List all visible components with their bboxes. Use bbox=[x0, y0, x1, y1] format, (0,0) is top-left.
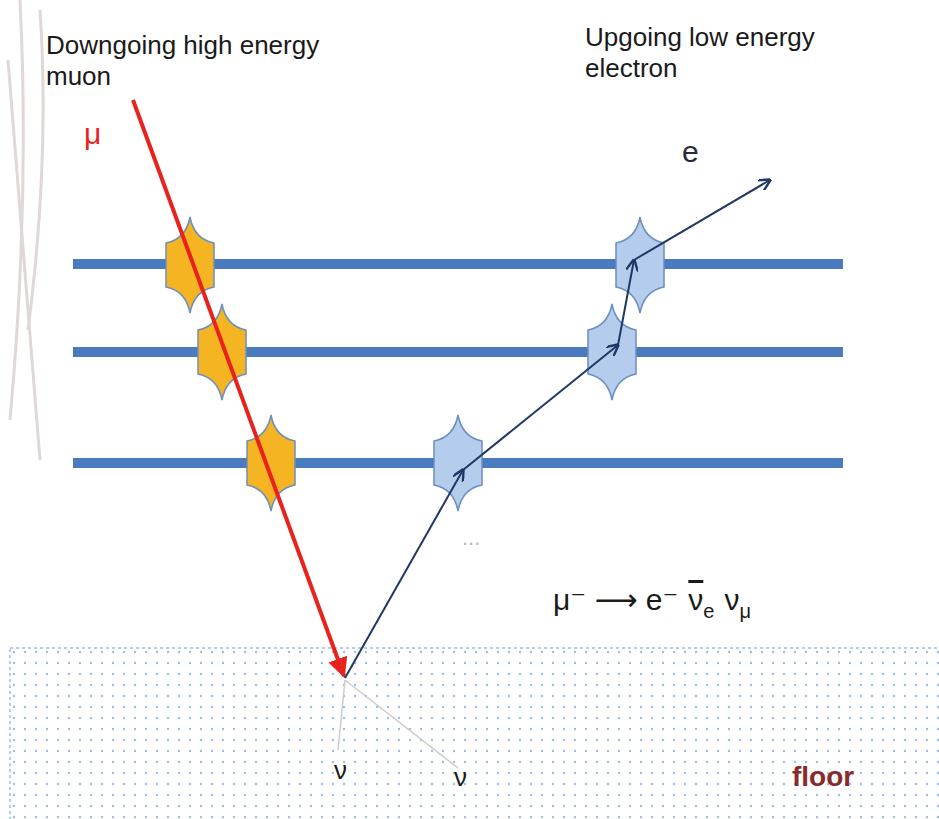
muon-track bbox=[133, 100, 344, 676]
particle-symbol: e bbox=[682, 134, 699, 170]
decay-formula: μ⁻ ⟶ e⁻ bbox=[553, 583, 678, 616]
decay-formula: μ⁻ ⟶ e⁻νeνμ bbox=[553, 582, 751, 623]
decay-formula: ν bbox=[724, 583, 739, 616]
track-note: Upgoing low energy electron bbox=[585, 22, 845, 84]
neutrino-symbol: ν bbox=[454, 762, 467, 793]
floor-block bbox=[10, 648, 939, 819]
decay-subscript: μ bbox=[739, 600, 751, 622]
decay-formula: ν bbox=[688, 583, 703, 616]
decay-subscript: e bbox=[703, 600, 714, 622]
floor-label: floor bbox=[792, 760, 854, 794]
neutrino-tracks bbox=[338, 680, 458, 768]
shower-streaks bbox=[8, 0, 43, 460]
neutrino-symbol: ν bbox=[334, 755, 347, 786]
track-note: Downgoing high energy muon bbox=[46, 30, 336, 92]
particle-symbol: μ bbox=[84, 116, 101, 152]
electron-track bbox=[345, 180, 770, 678]
optical-module bbox=[434, 217, 664, 511]
ellipsis-mark: ... bbox=[462, 525, 480, 551]
